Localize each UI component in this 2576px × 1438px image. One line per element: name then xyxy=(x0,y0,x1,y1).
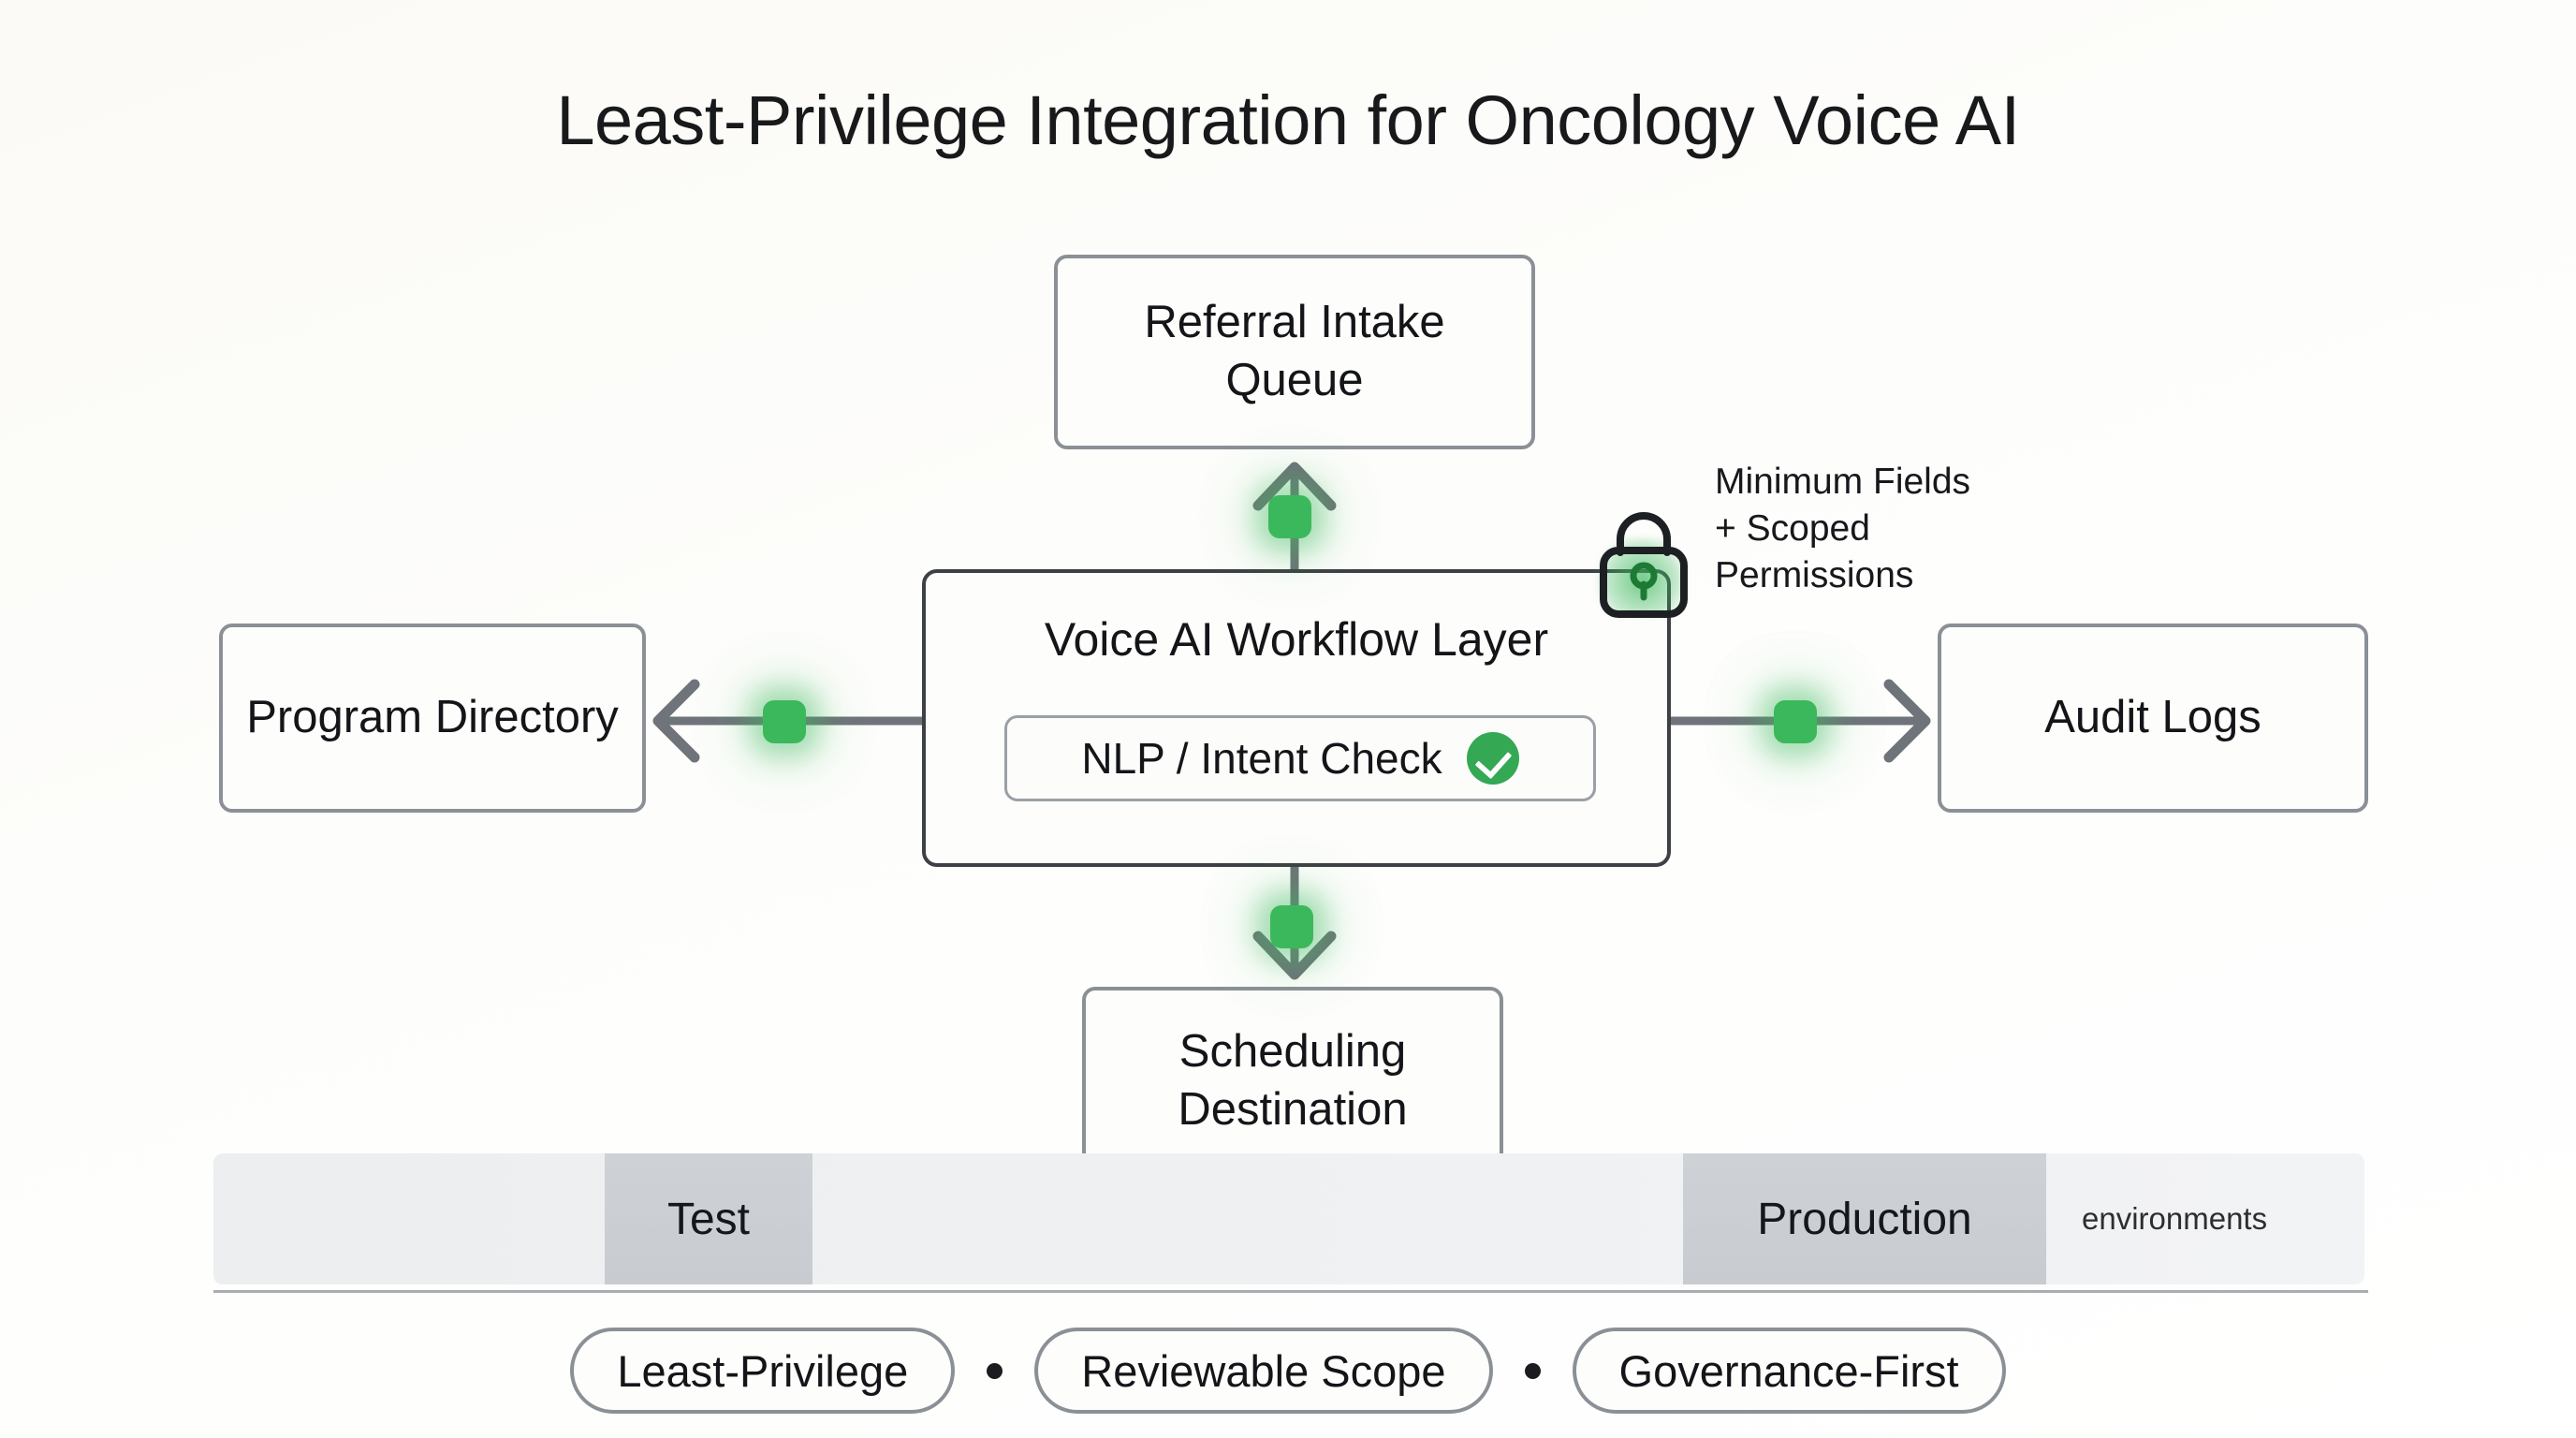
node-audit-label: Audit Logs xyxy=(2044,692,2261,743)
node-program-label: Program Directory xyxy=(246,692,619,743)
node-program-directory[interactable]: Program Directory xyxy=(219,624,646,813)
lock-badge[interactable] xyxy=(1591,506,1696,618)
arrowhead-down xyxy=(1252,931,1337,980)
page-title: Least-Privilege Integration for Oncology… xyxy=(556,81,2020,159)
pill-least-privilege-label: Least-Privilege xyxy=(617,1345,909,1396)
separator-dot-2 xyxy=(1524,1362,1541,1379)
env-segment-production-label: Production xyxy=(1757,1194,1972,1244)
flow-node-referral[interactable] xyxy=(1268,495,1311,538)
pill-reviewable-scope[interactable]: Reviewable Scope xyxy=(1034,1328,1493,1414)
node-scheduling-destination[interactable]: Scheduling Destination xyxy=(1082,987,1503,1176)
arrowhead-left xyxy=(652,679,700,763)
voice-ai-workflow-layer[interactable]: Voice AI Workflow Layer NLP / Intent Che… xyxy=(922,569,1671,867)
separator-dot-1 xyxy=(987,1362,1003,1379)
pill-governance-first[interactable]: Governance-First xyxy=(1572,1328,2006,1414)
flow-node-audit[interactable] xyxy=(1774,700,1817,743)
pill-least-privilege[interactable]: Least-Privilege xyxy=(570,1328,956,1414)
pill-governance-first-label: Governance-First xyxy=(1618,1345,1959,1396)
env-segment-test[interactable]: Test xyxy=(605,1153,812,1284)
environments-caption: environments xyxy=(2082,1201,2268,1236)
nlp-intent-check-chip[interactable]: NLP / Intent Check xyxy=(1004,715,1596,801)
env-segment-production[interactable]: Production xyxy=(1683,1153,2046,1284)
lock-icon xyxy=(1600,512,1688,618)
node-referral-label: Referral Intake Queue xyxy=(1144,297,1445,405)
node-schedule-label: Scheduling Destination xyxy=(1178,1026,1408,1135)
node-referral-intake-queue[interactable]: Referral Intake Queue xyxy=(1054,255,1535,449)
env-segment-test-label: Test xyxy=(666,1194,751,1244)
check-circle-icon xyxy=(1466,732,1519,785)
flow-node-schedule[interactable] xyxy=(1270,905,1313,948)
nlp-chip-label: NLP / Intent Check xyxy=(1081,734,1442,783)
arrowhead-right xyxy=(1883,679,1931,763)
footer-principles: Least-Privilege Reviewable Scope Governa… xyxy=(0,1328,2576,1414)
lock-note-label: Minimum Fields + Scoped Permissions xyxy=(1715,462,1971,595)
pill-reviewable-scope-label: Reviewable Scope xyxy=(1081,1345,1446,1396)
environments-band: Test Production environments xyxy=(213,1153,2364,1284)
arrowhead-up xyxy=(1252,462,1337,511)
flow-node-program[interactable] xyxy=(763,700,806,743)
layer-title: Voice AI Workflow Layer xyxy=(1044,613,1549,666)
node-audit-logs[interactable]: Audit Logs xyxy=(1938,624,2368,813)
environments-rule xyxy=(213,1290,2368,1293)
